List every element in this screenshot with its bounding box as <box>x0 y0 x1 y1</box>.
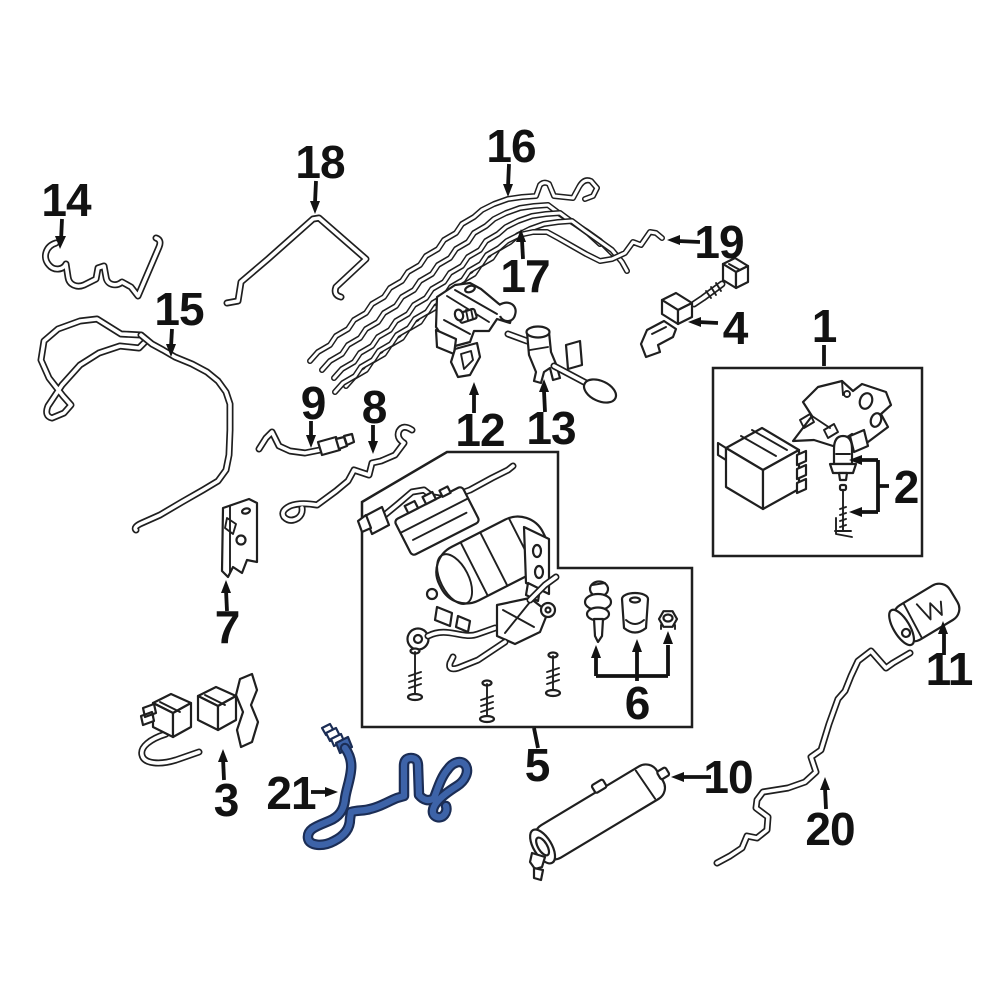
mount-bolts <box>406 647 562 724</box>
tube-bundle-16-17 <box>307 177 630 389</box>
callout-12[interactable]: 12 <box>455 404 505 456</box>
part-14-tube <box>42 234 164 300</box>
callout-17[interactable]: 17 <box>500 250 550 302</box>
callout-20[interactable]: 20 <box>805 803 855 855</box>
callout-4[interactable]: 4 <box>722 302 749 354</box>
part-3-valve-unit <box>138 672 260 767</box>
callout-13[interactable]: 13 <box>526 402 576 454</box>
callout-5[interactable]: 5 <box>524 739 551 791</box>
callout-11[interactable]: 11 <box>925 643 974 695</box>
part-11-dryer <box>888 582 961 647</box>
part-7-bracket <box>220 497 259 579</box>
part-21-highlighted-hose[interactable] <box>302 722 473 851</box>
callout-2[interactable]: 2 <box>893 461 920 513</box>
part-20-tube <box>713 647 914 867</box>
box-1-kit <box>711 345 924 558</box>
part-18-tube <box>223 214 370 307</box>
callout-21[interactable]: 21 <box>266 767 316 819</box>
callout-9[interactable]: 9 <box>300 377 327 429</box>
part-10-air-tank <box>528 763 671 882</box>
part-9-tube <box>255 428 356 457</box>
callout-1[interactable]: 1 <box>811 300 838 352</box>
part-13-valve <box>504 325 618 404</box>
callout-6[interactable]: 6 <box>624 677 651 729</box>
callout-14[interactable]: 14 <box>41 174 91 226</box>
part-6-hardware <box>583 580 679 644</box>
callout-19[interactable]: 19 <box>694 216 744 268</box>
part-8-tube <box>279 423 416 524</box>
callout-7[interactable]: 7 <box>214 601 241 653</box>
callout-8[interactable]: 8 <box>361 381 388 433</box>
part-15-tube <box>37 315 234 534</box>
part-19-tube <box>332 229 665 395</box>
part-4-sensor <box>639 256 750 359</box>
box-5-compressor-assembly <box>356 450 694 749</box>
callout-arrows <box>55 163 948 810</box>
callout-15[interactable]: 15 <box>154 283 204 335</box>
callout-16[interactable]: 16 <box>486 120 536 172</box>
callout-18[interactable]: 18 <box>295 136 345 188</box>
part-12-bracket <box>434 281 517 379</box>
callout-10[interactable]: 10 <box>703 751 753 803</box>
callout-3[interactable]: 3 <box>213 774 240 826</box>
